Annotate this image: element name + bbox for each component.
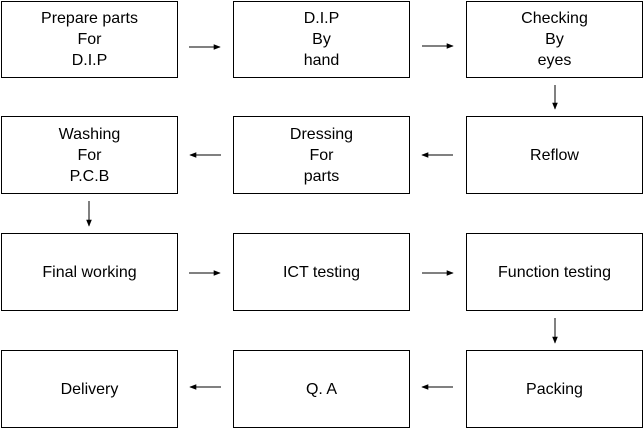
step-washing-for-pcb-box: Washing For P.C.B xyxy=(1,116,178,194)
step-label-line: Reflow xyxy=(530,146,579,164)
step-label-line: D.I.P xyxy=(303,10,340,27)
step-label-line: Checking xyxy=(521,10,588,27)
step-label-line: D.I.P xyxy=(71,52,108,69)
step-dressing-for-parts-box: Dressing For parts xyxy=(233,116,410,194)
step-prepare-parts-box: Prepare parts For D.I.P xyxy=(1,1,178,78)
step-qa-box: Q. A xyxy=(233,350,410,428)
step-reflow-box: Reflow xyxy=(466,116,643,194)
step-label-line: parts xyxy=(303,167,340,185)
step-label-line: By xyxy=(312,31,331,48)
step-packing-box: Packing xyxy=(466,350,643,428)
step-label-line: Prepare parts xyxy=(41,10,138,27)
step-label-line: For xyxy=(77,31,102,48)
step-dip-by-hand-box: D.I.P By hand xyxy=(233,1,410,78)
step-label-line: For xyxy=(309,146,334,164)
step-label-line: Washing xyxy=(58,125,121,143)
step-label-line: Final working xyxy=(42,263,137,281)
step-label-line: hand xyxy=(303,52,340,69)
step-ict-testing-box: ICT testing xyxy=(233,233,410,311)
step-delivery-box: Delivery xyxy=(1,350,178,428)
step-label-line: Delivery xyxy=(60,380,119,398)
step-label-line: eyes xyxy=(537,52,572,69)
step-label-line: By xyxy=(545,31,564,48)
step-label-line: Q. A xyxy=(305,380,338,398)
step-label-line: Dressing xyxy=(289,125,354,143)
step-label-line: ICT testing xyxy=(282,263,361,281)
step-function-testing-box: Function testing xyxy=(466,233,643,311)
step-final-working-box: Final working xyxy=(1,233,178,311)
step-label-line: Function testing xyxy=(498,263,611,281)
step-label-line: Packing xyxy=(526,380,583,398)
step-label-line: P.C.B xyxy=(69,167,110,185)
step-checking-by-eyes-box: Checking By eyes xyxy=(466,1,643,78)
step-label-line: For xyxy=(77,146,102,164)
